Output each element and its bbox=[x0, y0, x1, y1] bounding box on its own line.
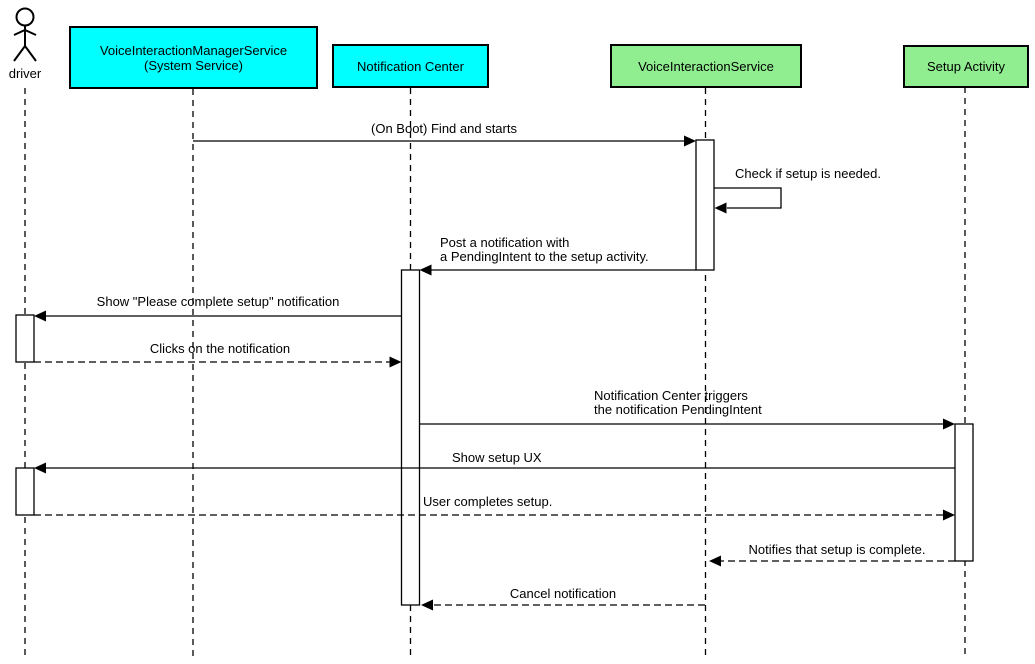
message-7-label: User completes setup. bbox=[423, 494, 553, 509]
activation-voice-interaction-service bbox=[695, 139, 715, 271]
participant-notification-center: Notification Center bbox=[332, 44, 489, 88]
participant-vims: VoiceInteractionManagerService (System S… bbox=[69, 26, 318, 89]
message-5-label: Notification Center triggers the notific… bbox=[594, 388, 762, 417]
message-8-arrowhead bbox=[709, 555, 721, 567]
activation-setup-activity bbox=[954, 423, 974, 562]
activation-driver-2 bbox=[15, 467, 35, 516]
participant-setup-activity: Setup Activity bbox=[903, 45, 1029, 88]
message-4-arrowhead bbox=[389, 356, 402, 368]
message-1-arrowhead bbox=[714, 202, 727, 214]
message-6-arrowhead bbox=[34, 462, 46, 474]
activation-notification-center bbox=[400, 269, 421, 606]
message-6-label: Show setup UX bbox=[452, 450, 542, 465]
message-0-label: (On Boot) Find and starts bbox=[371, 121, 517, 136]
message-7-arrowhead bbox=[943, 509, 955, 521]
message-9-arrowhead bbox=[421, 599, 433, 611]
actor-left-leg bbox=[13, 45, 26, 62]
message-2-arrowhead bbox=[419, 264, 432, 276]
actor-driver-label: driver bbox=[8, 66, 42, 81]
driver-actor-icon bbox=[13, 7, 37, 62]
message-3-label: Show "Please complete setup" notificatio… bbox=[96, 294, 340, 309]
message-8-label: Notifies that setup is complete. bbox=[748, 542, 926, 557]
actor-head bbox=[15, 7, 35, 27]
message-1-label: Check if setup is needed. bbox=[735, 166, 881, 181]
actor-arms bbox=[13, 28, 37, 36]
message-3-arrowhead bbox=[34, 310, 46, 322]
message-9-label: Cancel notification bbox=[509, 586, 617, 601]
message-2-label: Post a notification with a PendingIntent… bbox=[440, 235, 649, 264]
message-4-label: Clicks on the notification bbox=[149, 341, 291, 356]
actor-right-leg bbox=[24, 45, 37, 62]
activation-driver-1 bbox=[15, 314, 35, 363]
participant-notification-center-label: Notification Center bbox=[357, 58, 464, 74]
message-0-arrowhead bbox=[684, 135, 696, 147]
participant-vims-label: VoiceInteractionManagerService (System S… bbox=[99, 42, 288, 73]
message-1-self-loop bbox=[714, 187, 782, 209]
message-5-arrowhead bbox=[943, 418, 955, 430]
participant-voice-interaction-service: VoiceInteractionService bbox=[610, 44, 802, 88]
participant-voice-interaction-service-label: VoiceInteractionService bbox=[638, 58, 774, 74]
participant-setup-activity-label: Setup Activity bbox=[926, 59, 1006, 74]
